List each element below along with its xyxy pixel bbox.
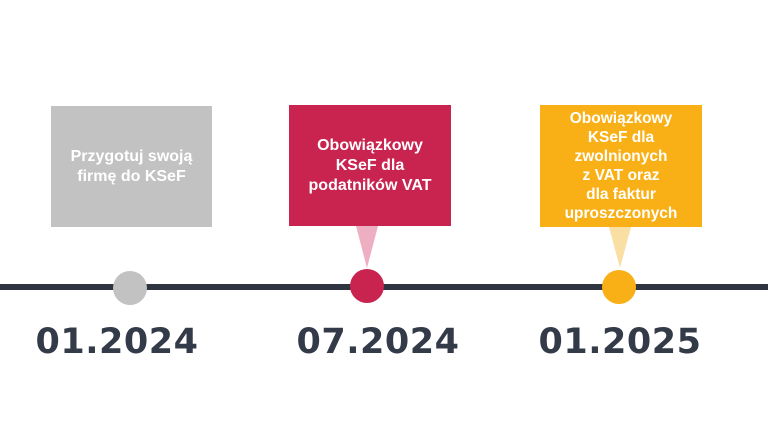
date-label-01-2025: 01.2025 bbox=[538, 322, 702, 362]
callout-mandatory-ksef-exempt-label: Obowiązkowy KSeF dla zwolnionych z VAT o… bbox=[564, 110, 678, 222]
callout-pointer-amber bbox=[609, 227, 631, 268]
callout-mandatory-ksef-vat-label: Obowiązkowy KSeF dla podatników VAT bbox=[308, 136, 432, 194]
timeline-bar bbox=[0, 284, 768, 290]
date-label-01-2024: 01.2024 bbox=[35, 322, 199, 362]
timeline-dot-01-2024 bbox=[113, 271, 147, 305]
callout-prepare-ksef-label: Przygotuj swoją firmę do KSeF bbox=[70, 147, 193, 185]
timeline-dot-07-2024 bbox=[350, 269, 384, 303]
callout-mandatory-ksef-vat: Obowiązkowy KSeF dla podatników VAT bbox=[289, 105, 451, 226]
callout-mandatory-ksef-exempt: Obowiązkowy KSeF dla zwolnionych z VAT o… bbox=[540, 105, 702, 227]
date-label-07-2024: 07.2024 bbox=[296, 322, 460, 362]
callout-pointer-crimson bbox=[356, 226, 378, 268]
callout-prepare-ksef: Przygotuj swoją firmę do KSeF bbox=[51, 106, 212, 227]
timeline-dot-01-2025 bbox=[602, 270, 636, 304]
